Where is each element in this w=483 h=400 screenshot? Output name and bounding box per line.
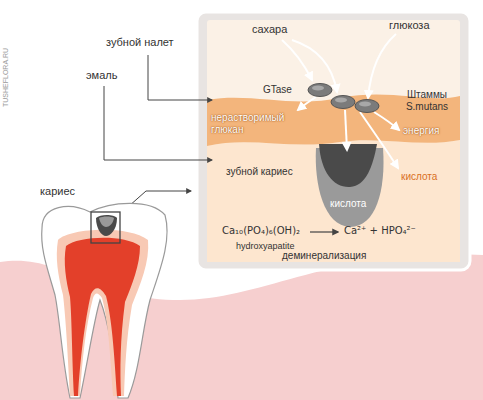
- enzyme-label: GTase: [263, 84, 292, 96]
- part-label: зубной налет: [106, 36, 174, 49]
- arrow-glucan: [298, 97, 316, 110]
- product-label: энергия: [403, 125, 439, 137]
- formula: Ca²⁺ + HPO₄²⁻: [344, 225, 416, 237]
- bacterium: [355, 100, 379, 113]
- bacterium-shine: [312, 86, 324, 91]
- bacteria-label: Штаммы S.mutans: [398, 89, 456, 112]
- tooth: [42, 203, 167, 398]
- bacterium: [308, 84, 332, 97]
- part-label: зубной кариес: [226, 166, 293, 178]
- formula: Ca₁₀(PO₄)₆(OH)₂: [222, 225, 300, 237]
- leader-line: [148, 55, 212, 100]
- formula-note: hydroxyapatite: [236, 241, 295, 251]
- pulp: [65, 238, 140, 396]
- zoom-square: [91, 212, 120, 243]
- input-label: глюкоза: [389, 19, 430, 32]
- process-label: деминерализация: [282, 250, 366, 262]
- watermark: TUSHEFLORA.RU: [2, 48, 10, 107]
- arrow-glucose: [368, 34, 396, 98]
- formula-arrow: [310, 231, 338, 232]
- bacterium: [331, 96, 355, 109]
- enamel: [207, 140, 460, 262]
- tooth-cavity: [96, 215, 117, 236]
- arrow-acid: [360, 112, 398, 168]
- tooth-cavity-rim: [99, 217, 114, 228]
- product-label: нерастворимый глюкан: [211, 112, 293, 135]
- dentin: [57, 230, 148, 396]
- inset-ground: [207, 20, 460, 262]
- input-label: сахара: [252, 23, 287, 36]
- product-label: кислота: [401, 171, 437, 183]
- arrow-acid-down: [345, 110, 347, 150]
- leader-line: [104, 86, 212, 160]
- inset-frame: [197, 12, 470, 270]
- bacteria: [308, 84, 379, 113]
- bacterium-shine: [335, 98, 347, 103]
- product-label: кислота: [330, 198, 366, 210]
- arrow-energy: [374, 112, 399, 130]
- part-label: кариес: [40, 185, 75, 198]
- bacterium-shine: [359, 102, 371, 107]
- part-label: эмаль: [86, 69, 117, 82]
- cavity-inner: [319, 144, 377, 187]
